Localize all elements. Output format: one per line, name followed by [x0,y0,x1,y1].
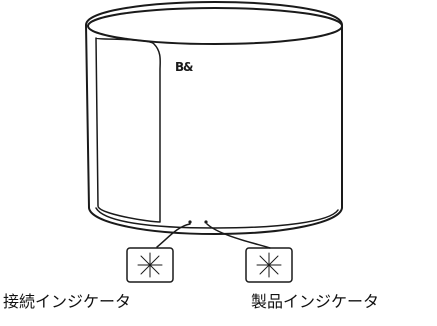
speaker-top-rim [87,7,343,45]
product-indicator-box [245,247,293,283]
connection-indicator-box [126,247,174,283]
speaker-body [85,1,343,235]
product-indicator-light-icon [256,252,282,278]
connection-indicator-label: 接続インジケータ [3,292,132,311]
connection-indicator-dot [188,220,192,224]
connection-indicator-light-icon [137,252,163,278]
product-callout-line [206,223,271,249]
product-indicator-dot [204,220,208,224]
svg-text:&: & [183,60,193,74]
speaker-front-panel [95,37,161,223]
speaker-bottom-edge [95,207,339,229]
svg-text:B: B [175,60,184,74]
connection-callout-line [156,223,191,248]
product-indicator-label: 製品インジケータ [251,292,380,311]
bo-logo-icon: B & [175,60,193,74]
